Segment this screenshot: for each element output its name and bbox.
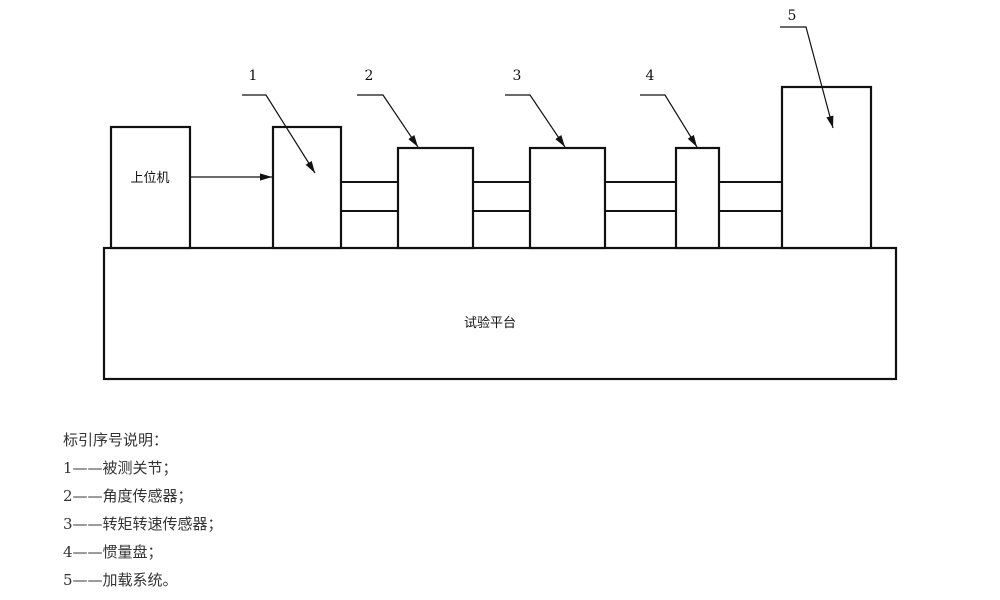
torque-speed-sensor-box xyxy=(528,146,607,250)
shafts xyxy=(341,181,782,212)
legend-item: 5——加载系统。 xyxy=(63,571,178,589)
platform-label: 试验平台 xyxy=(464,315,516,331)
legend-item: 2——角度传感器； xyxy=(63,487,193,505)
loading-system-box xyxy=(780,85,873,250)
svg-text:2: 2 xyxy=(365,68,374,84)
host-label: 上位机 xyxy=(130,171,169,186)
legend: 标引序号说明： 1——被测关节； 2——角度传感器； 3——转矩转速传感器； 4… xyxy=(63,426,223,594)
svg-text:4: 4 xyxy=(646,68,655,84)
angle-sensor-box xyxy=(396,146,475,250)
inertia-disk-box xyxy=(674,146,721,250)
svg-text:1: 1 xyxy=(249,68,258,84)
svg-text:5: 5 xyxy=(788,8,797,24)
legend-title: 标引序号说明： xyxy=(63,431,169,449)
legend-item: 3——转矩转速传感器； xyxy=(63,515,223,533)
callout-3: 3 xyxy=(505,68,566,148)
test-platform xyxy=(102,246,898,381)
callout-1: 1 xyxy=(242,68,316,174)
callout-5: 5 xyxy=(780,8,834,129)
tested-joint-box xyxy=(271,125,343,250)
callout-4: 4 xyxy=(640,68,698,148)
callout-2: 2 xyxy=(357,68,419,148)
svg-text:3: 3 xyxy=(513,68,522,84)
host-computer-box xyxy=(109,125,192,250)
legend-item: 1——被测关节； xyxy=(63,459,178,477)
legend-item: 4——惯量盘； xyxy=(63,543,163,561)
